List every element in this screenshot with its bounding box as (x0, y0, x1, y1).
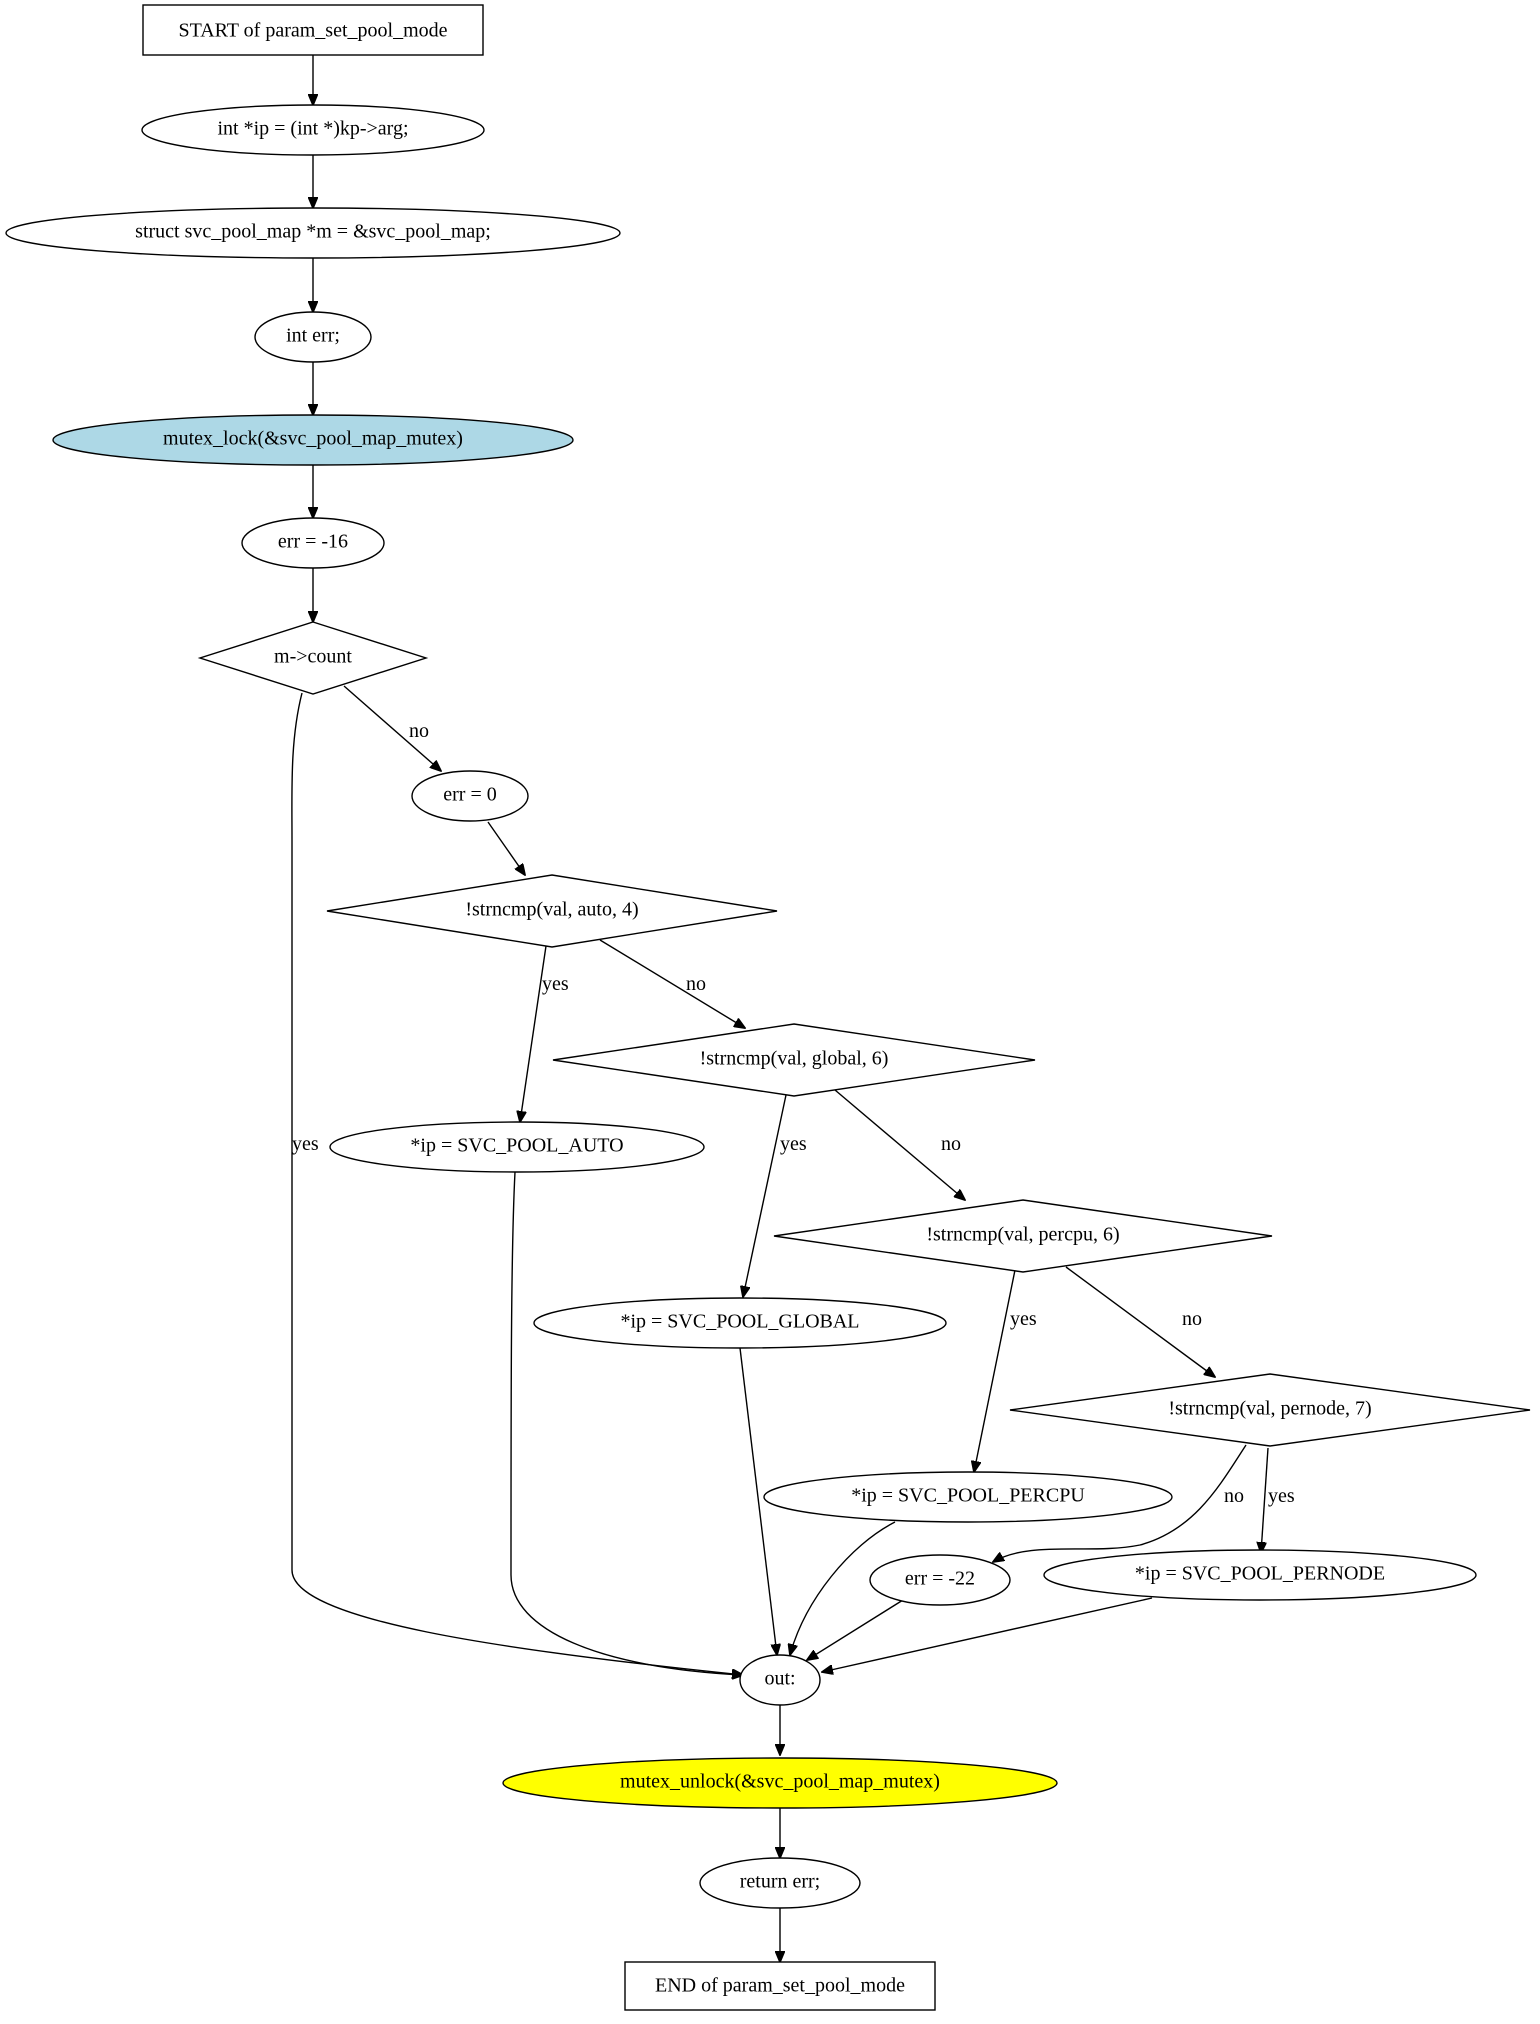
err-decl-ellipse (254, 311, 372, 363)
cmp-percpu-decision: !strncmp(val, percpu, 6) (773, 1199, 1273, 1273)
edge-cmp-auto-yes (520, 945, 547, 1122)
edge-label-global-yes: yes (780, 1133, 807, 1155)
start-node: START of param_set_pool_mode (142, 4, 484, 56)
cmp-auto-diamond (326, 874, 778, 948)
edge-label-auto-no: no (686, 973, 706, 995)
err-16-ellipse (241, 517, 385, 569)
m-count-label: m->count (274, 646, 352, 668)
err-0-label: err = 0 (443, 784, 496, 806)
map-decl-label: struct svc_pool_map *m = &svc_pool_map; (135, 221, 491, 243)
m-count-decision: m->count (197, 621, 429, 695)
edge-label-auto-yes: yes (542, 973, 569, 995)
cmp-percpu-diamond (773, 1199, 1273, 1273)
mutex-unlock-ellipse (502, 1757, 1058, 1809)
edge-ip-auto-to-out (510, 1171, 743, 1675)
edge-labels: no yes yes no yes no yes no no yes (292, 720, 1295, 1507)
ip-decl-label: int *ip = (int *)kp->arg; (217, 118, 408, 140)
nodes: START of param_set_pool_mode int *ip = (… (5, 4, 1531, 2011)
ip-auto-label: *ip = SVC_POOL_AUTO (410, 1135, 623, 1157)
edge-cmp-global-no (834, 1089, 965, 1200)
cmp-pernode-label: !strncmp(val, pernode, 7) (1168, 1398, 1371, 1420)
err-0-ellipse (411, 770, 529, 822)
ip-pernode-node: *ip = SVC_POOL_PERNODE (1043, 1549, 1477, 1601)
edge-cmp-percpu-yes (974, 1269, 1016, 1472)
cmp-global-diamond (552, 1023, 1036, 1097)
edge-cmp-global-yes (743, 1094, 787, 1297)
out-node: out: (739, 1654, 821, 1706)
ip-auto-node: *ip = SVC_POOL_AUTO (329, 1121, 705, 1173)
ip-pernode-label: *ip = SVC_POOL_PERNODE (1135, 1563, 1385, 1585)
ip-global-node: *ip = SVC_POOL_GLOBAL (533, 1297, 947, 1349)
return-ellipse (699, 1857, 861, 1909)
mutex-unlock-node: mutex_unlock(&svc_pool_map_mutex) (502, 1757, 1058, 1809)
end-box (624, 1961, 936, 2011)
ip-decl-node: int *ip = (int *)kp->arg; (141, 104, 485, 156)
edge-label-percpu-yes: yes (1010, 1308, 1037, 1330)
cmp-pernode-decision: !strncmp(val, pernode, 7) (1009, 1373, 1531, 1447)
mutex-unlock-label: mutex_unlock(&svc_pool_map_mutex) (620, 1771, 940, 1793)
end-node: END of param_set_pool_mode (624, 1961, 936, 2011)
ip-percpu-label: *ip = SVC_POOL_PERCPU (851, 1485, 1085, 1507)
mutex-lock-ellipse (52, 414, 574, 466)
return-node: return err; (699, 1857, 861, 1909)
edge-label-count-yes: yes (292, 1133, 319, 1155)
cmp-pernode-diamond (1009, 1373, 1531, 1447)
map-decl-ellipse (5, 207, 621, 259)
err-decl-label: int err; (286, 325, 340, 347)
err-22-label: err = -22 (905, 1568, 975, 1590)
start-box (142, 4, 484, 56)
err-16-node: err = -16 (241, 517, 385, 569)
out-label: out: (764, 1668, 795, 1690)
mutex-lock-label: mutex_lock(&svc_pool_map_mutex) (163, 428, 463, 450)
edge-m-count-no (343, 685, 441, 771)
cmp-percpu-label: !strncmp(val, percpu, 6) (926, 1224, 1119, 1246)
edge-label-percpu-no: no (1182, 1308, 1202, 1330)
ip-percpu-ellipse (763, 1471, 1173, 1523)
edge-ip-pernode-to-out (822, 1597, 1153, 1672)
ip-global-label: *ip = SVC_POOL_GLOBAL (620, 1311, 859, 1333)
ip-global-ellipse (533, 1297, 947, 1349)
cmp-auto-decision: !strncmp(val, auto, 4) (326, 874, 778, 948)
return-label: return err; (740, 1871, 821, 1893)
err-decl-node: int err; (254, 311, 372, 363)
mutex-lock-node: mutex_lock(&svc_pool_map_mutex) (52, 414, 574, 466)
edge-label-count-no: no (409, 720, 429, 742)
ip-decl-ellipse (141, 104, 485, 156)
ip-auto-ellipse (329, 1121, 705, 1173)
edge-m-count-yes (291, 692, 743, 1675)
edge-err-22-to-out (807, 1599, 904, 1660)
cmp-global-decision: !strncmp(val, global, 6) (552, 1023, 1036, 1097)
edge-ip-percpu-to-out (790, 1521, 896, 1655)
edges (291, 55, 1269, 1962)
edge-label-pernode-no: no (1224, 1485, 1244, 1507)
ip-percpu-node: *ip = SVC_POOL_PERCPU (763, 1471, 1173, 1523)
edge-cmp-pernode-yes (1261, 1447, 1269, 1553)
m-count-diamond (197, 621, 429, 695)
edge-label-global-no: no (941, 1133, 961, 1155)
err-0-node: err = 0 (411, 770, 529, 822)
edge-cmp-pernode-no (993, 1444, 1247, 1562)
cmp-global-label: !strncmp(val, global, 6) (700, 1048, 889, 1070)
err-22-ellipse (869, 1554, 1011, 1606)
err-22-node: err = -22 (869, 1554, 1011, 1606)
ip-pernode-ellipse (1043, 1549, 1477, 1601)
start-label: START of param_set_pool_mode (178, 20, 447, 42)
edge-ip-global-to-out (739, 1347, 777, 1655)
cmp-auto-label: !strncmp(val, auto, 4) (465, 899, 638, 921)
err-16-label: err = -16 (278, 531, 348, 553)
end-label: END of param_set_pool_mode (655, 1975, 905, 1997)
edge-label-pernode-yes: yes (1268, 1485, 1295, 1507)
out-ellipse (739, 1654, 821, 1706)
map-decl-node: struct svc_pool_map *m = &svc_pool_map; (5, 207, 621, 259)
edge-err-0-to-cmp-auto (487, 821, 525, 875)
edge-cmp-auto-no (599, 939, 745, 1028)
edge-cmp-percpu-no (1065, 1266, 1215, 1377)
